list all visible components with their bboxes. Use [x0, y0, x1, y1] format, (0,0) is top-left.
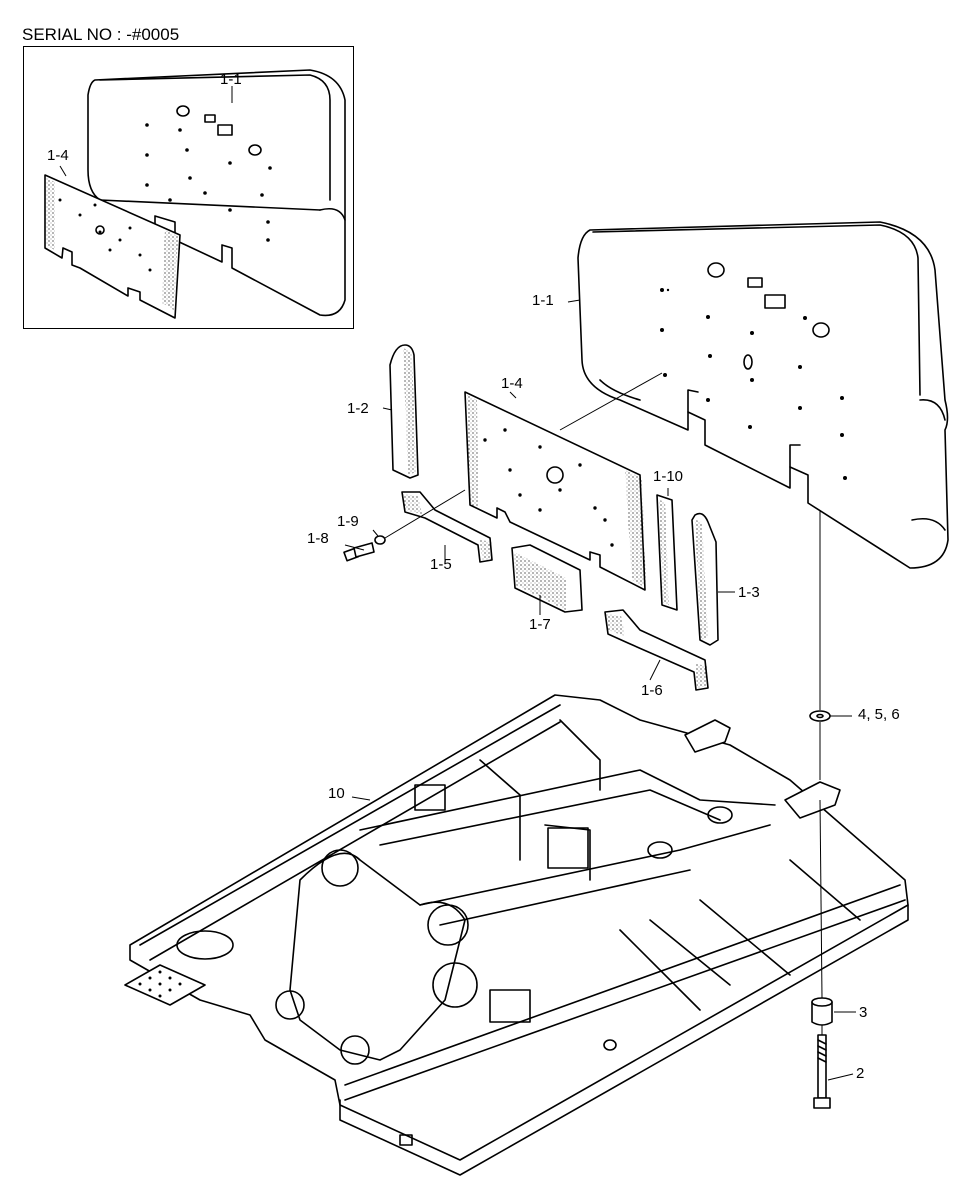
callout-10: 10: [328, 785, 345, 802]
callout-1-8: 1-8: [307, 530, 329, 547]
block-center: [511, 544, 583, 613]
leader-lines: [344, 299, 856, 1081]
callout-1-10: 1-10: [653, 468, 684, 485]
pin: [813, 1034, 831, 1109]
bracket-upper: [401, 491, 493, 563]
plate: [464, 391, 646, 591]
upper-frame: [124, 694, 909, 1176]
bracket-lower: [604, 609, 709, 691]
callout-1-3: 1-3: [738, 584, 760, 601]
spacer-right: [691, 512, 719, 646]
serial-number: SERIAL NO : -#0005: [22, 25, 180, 44]
sleeve: [811, 997, 833, 1026]
callout-1-1: 1-1: [532, 292, 554, 309]
callout-inset-1-4: 1-4: [47, 147, 69, 164]
callout-1-2: 1-2: [347, 400, 369, 417]
inset-plate: [44, 174, 181, 319]
inset-counterweight: [87, 69, 346, 317]
callout-2: 2: [856, 1065, 865, 1082]
callout-1-7: 1-7: [529, 616, 551, 633]
washer-stack: [809, 710, 831, 722]
callout-4-5-6: 4, 5, 6: [858, 706, 900, 723]
counterweight: [577, 221, 949, 569]
callout-1-4: 1-4: [501, 375, 523, 392]
spacer-left: [389, 344, 419, 479]
inset-leader-1-4: [59, 165, 67, 177]
callout-1-5: 1-5: [430, 556, 452, 573]
callout-1-9: 1-9: [337, 513, 359, 530]
bolt-and-washer: [343, 535, 386, 562]
spacer-thin: [656, 494, 678, 611]
inset-frame: [23, 46, 354, 329]
callout-inset-1-1: 1-1: [220, 71, 242, 88]
callout-1-6: 1-6: [641, 682, 663, 699]
callout-3: 3: [859, 1004, 868, 1021]
